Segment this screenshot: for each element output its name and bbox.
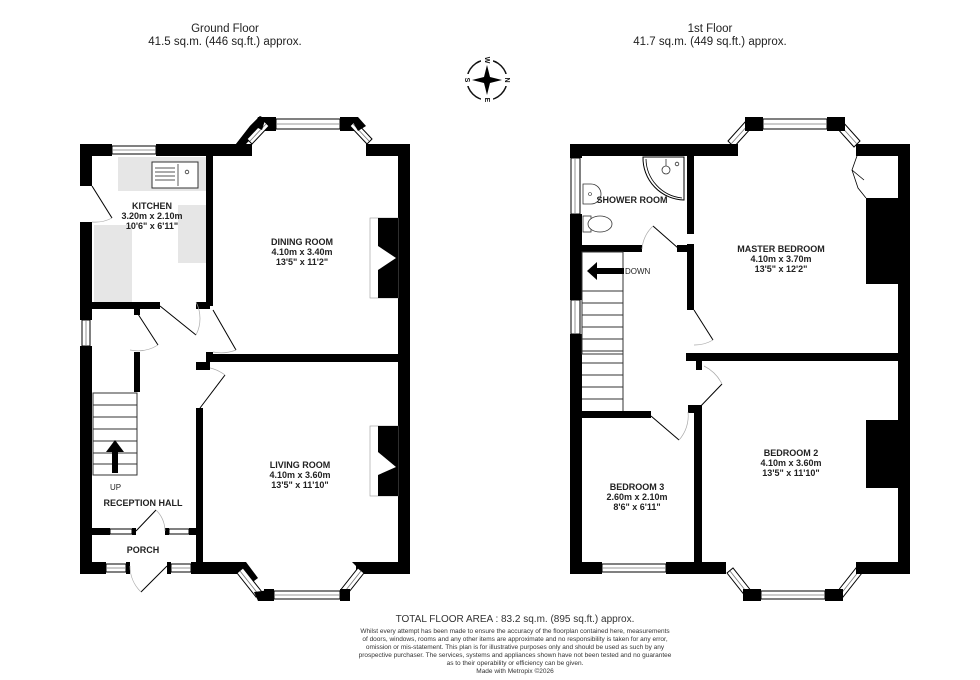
stairs-up-label: UP xyxy=(110,483,122,492)
first-floor-title: 1st Floor xyxy=(687,23,733,35)
room-label-master-bedroom: MASTER BEDROOM 4.10m x 3.70m 13'5" x 12'… xyxy=(737,244,825,274)
ground-floor-plan xyxy=(80,116,410,601)
room-label-porch: PORCH xyxy=(126,545,160,555)
room-label-kitchen: KITCHEN 3.20m x 2.10m 10'6" x 6'11" xyxy=(121,201,183,231)
bedroom2-wardrobe xyxy=(866,420,898,488)
stairs-up-arrow-icon xyxy=(106,440,124,473)
disclaimer-line: as to their operability or efficiency ca… xyxy=(446,660,584,667)
ground-floor-title: Ground Floor xyxy=(191,23,259,35)
master-wardrobe xyxy=(866,198,898,284)
compass-label-bottom: E xyxy=(483,98,490,103)
stairs-down-arrow-icon xyxy=(587,262,624,280)
first-floor-stairs xyxy=(581,251,624,415)
credit-line: Made with Metropix ©2026 xyxy=(476,668,554,675)
kitchen-counter-left xyxy=(94,225,132,303)
disclaimer-line: Whilst every attempt has been made to en… xyxy=(360,628,670,635)
compass-label-top: W xyxy=(483,57,490,64)
room-label-reception-hall: RECEPTION HALL xyxy=(103,498,183,508)
stairs-down-label: DOWN xyxy=(625,267,651,276)
room-label-shower-room: SHOWER ROOM xyxy=(596,195,668,205)
footer: TOTAL FLOOR AREA : 83.2 sq.m. (895 sq.ft… xyxy=(300,614,730,676)
disclaimer-line: prospective purchaser. The services, sys… xyxy=(358,652,672,659)
disclaimer-line: of doors, windows, rooms and any other i… xyxy=(362,636,668,643)
total-floor-area: TOTAL FLOOR AREA : 83.2 sq.m. (895 sq.ft… xyxy=(395,614,635,625)
room-label-living-room: LIVING ROOM 4.10m x 3.60m 13'5" x 11'10" xyxy=(269,460,331,490)
kitchen-counter-right xyxy=(178,205,210,263)
disclaimer: Whilst every attempt has been made to en… xyxy=(300,628,730,676)
ground-floor-area: 41.5 sq.m. (446 sq.ft.) approx. xyxy=(148,36,302,48)
living-fireplace xyxy=(369,425,399,497)
dining-fireplace xyxy=(369,217,399,299)
disclaimer-line: omission or mis-statement. This plan is … xyxy=(365,644,665,651)
first-floor-area: 41.7 sq.m. (449 sq.ft.) approx. xyxy=(633,36,787,48)
kitchen-sink-icon xyxy=(151,161,199,189)
room-label-dining-room: DINING ROOM 4.10m x 3.40m 13'5" x 11'2" xyxy=(271,237,333,267)
compass-rose-icon: W N E S xyxy=(463,56,511,104)
ground-floor-heading: Ground Floor 41.5 sq.m. (446 sq.ft.) app… xyxy=(125,23,325,49)
compass-label-right: N xyxy=(503,77,510,82)
toilet-icon xyxy=(582,215,613,233)
compass-label-left: S xyxy=(463,78,470,83)
first-floor-plan xyxy=(570,117,910,601)
room-label-bedroom-2: BEDROOM 2 4.10m x 3.60m 13'5" x 11'10" xyxy=(760,448,822,478)
first-floor-heading: 1st Floor 41.7 sq.m. (449 sq.ft.) approx… xyxy=(610,23,810,49)
washbasin-icon xyxy=(582,183,602,205)
shower-tray-icon xyxy=(642,156,685,201)
room-label-bedroom-3: BEDROOM 3 2.60m x 2.10m 8'6" x 6'11" xyxy=(606,482,668,512)
